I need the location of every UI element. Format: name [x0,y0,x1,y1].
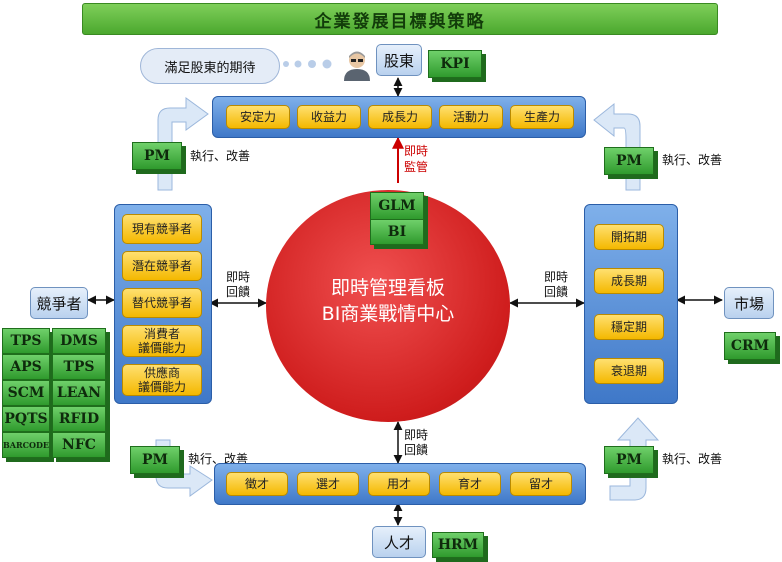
hrm-box: HRM [432,532,484,558]
pill-train: 育才 [439,472,501,496]
system-barcode: BARCODE [2,432,50,458]
pill-substitute-competitors: 替代競爭者 [122,288,202,318]
pill-retain: 留才 [510,472,572,496]
system-dms: DMS [52,328,106,354]
kpi-box: KPI [428,50,482,78]
pill-growth: 成長力 [368,105,432,129]
pill-stability: 安定力 [226,105,290,129]
pm-box-top-right: PM [604,147,654,175]
pill-profitability: 收益力 [297,105,361,129]
pm-box-bottom-left: PM [130,446,180,474]
system-tps-2: TPS [52,354,106,380]
market-label: 市場 [724,287,774,319]
shareholder-label: 股東 [376,44,422,76]
system-tps: TPS [2,328,50,354]
shareholder-expectation-cloud: 滿足股東的期待 [140,48,280,84]
system-rfid: RFID [52,406,106,432]
system-pqts: PQTS [2,406,50,432]
system-nfc: NFC [52,432,106,458]
shareholder-person-icon [344,51,370,81]
bi-box: BI [370,219,424,245]
talent-label: 人才 [372,526,426,558]
pill-stable-stage: 穩定期 [594,314,664,340]
system-scm: SCM [2,380,50,406]
pill-potential-competitors: 潛在競爭者 [122,251,202,281]
cloud-text: 滿足股東的期待 [164,60,256,76]
pm-box-top-left: PM [132,142,182,170]
pill-recruit: 徵才 [226,472,288,496]
page-title: 企業發展目標與策略 [82,3,718,35]
pill-decline-stage: 衰退期 [594,358,664,384]
center-title: 即時管理看板 BI商業戰情中心 [321,277,455,325]
pill-employ: 用才 [368,472,430,496]
pill-select: 選才 [297,472,359,496]
pill-productivity: 生產力 [510,105,574,129]
pm-box-bottom-right: PM [604,446,654,474]
system-lean: LEAN [52,380,106,406]
realtime-monitor-label: 即時 監管 [404,144,429,174]
competitor-label: 競爭者 [30,287,88,319]
pill-activity: 活動力 [439,105,503,129]
pill-consumer-bargaining: 消費者 議價能力 [122,325,202,357]
pm-action-bottom-right: 執行、改善 [662,452,723,466]
pill-supplier-bargaining: 供應商 議價能力 [122,364,202,396]
crm-box: CRM [724,332,776,360]
pill-existing-competitors: 現有競爭者 [122,214,202,244]
system-aps: APS [2,354,50,380]
pm-action-top-right: 執行、改善 [662,153,723,167]
realtime-feedback-left: 即時 回饋 [226,270,251,299]
pill-growth-stage: 成長期 [594,268,664,294]
glm-box: GLM [370,192,424,220]
pill-development-stage: 開拓期 [594,224,664,250]
realtime-feedback-right: 即時 回饋 [544,270,569,299]
pm-action-bottom-left: 執行、改善 [188,452,249,466]
realtime-feedback-bottom: 即時 回饋 [404,428,429,457]
pm-action-top-left: 執行、改善 [190,149,251,163]
